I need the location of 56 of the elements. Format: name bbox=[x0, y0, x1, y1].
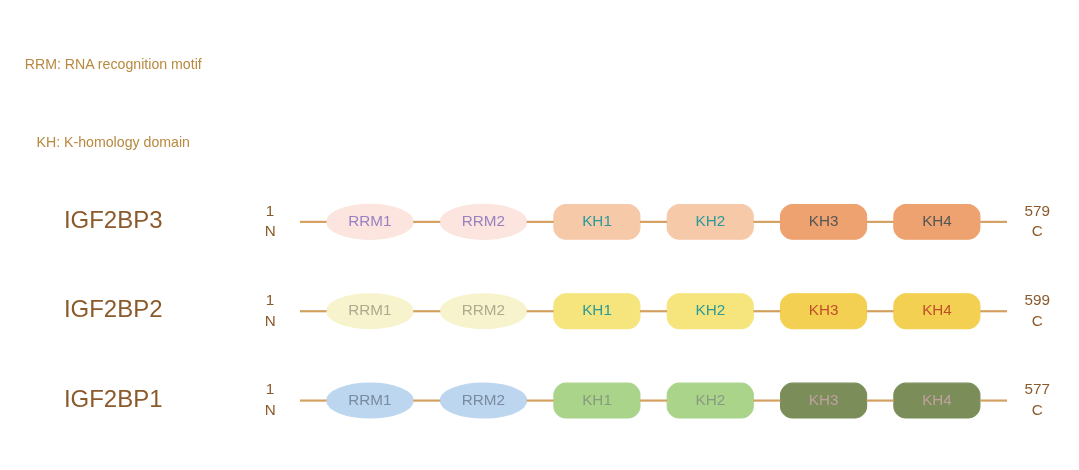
node-ellipse: RRM2 bbox=[439, 382, 528, 419]
node-box: KH4 bbox=[893, 292, 981, 329]
connector bbox=[300, 220, 327, 223]
connector bbox=[413, 220, 441, 223]
label: IGF2BP2 bbox=[63, 294, 163, 322]
node-text: N bbox=[264, 311, 276, 329]
node-text: N bbox=[264, 400, 276, 418]
node-label: 1 bbox=[265, 379, 275, 397]
node-box: KH2 bbox=[666, 203, 754, 240]
node-box: KH3 bbox=[779, 292, 868, 329]
label: RRM: RNA recognition motif bbox=[24, 55, 202, 72]
connector bbox=[640, 399, 668, 402]
connector bbox=[866, 220, 894, 223]
connector bbox=[753, 220, 781, 223]
node-ellipse: RRM1 bbox=[326, 203, 414, 240]
connector bbox=[980, 309, 1007, 312]
connector bbox=[300, 309, 327, 312]
node-ellipse: RRM2 bbox=[439, 292, 528, 329]
node-ellipse: RRM1 bbox=[326, 382, 414, 419]
node-text: N bbox=[264, 221, 276, 239]
connector bbox=[866, 309, 894, 312]
connector bbox=[640, 309, 668, 312]
node-box: KH1 bbox=[553, 292, 641, 329]
node-text: C bbox=[1031, 400, 1043, 418]
node-text: C bbox=[1031, 221, 1043, 239]
node-box: KH3 bbox=[779, 203, 868, 240]
connector bbox=[413, 399, 441, 402]
connector bbox=[526, 309, 554, 312]
node-box: KH1 bbox=[553, 203, 641, 240]
node-box: KH2 bbox=[666, 382, 754, 419]
connector bbox=[413, 309, 441, 312]
connector bbox=[980, 220, 1007, 223]
connector bbox=[753, 309, 781, 312]
node-label: 1 bbox=[265, 201, 275, 219]
connector bbox=[980, 399, 1007, 402]
node-box: KH2 bbox=[666, 292, 754, 329]
node-box: KH4 bbox=[893, 382, 981, 419]
node-ellipse: RRM2 bbox=[439, 203, 528, 240]
connector bbox=[526, 399, 554, 402]
node-box: KH3 bbox=[779, 382, 868, 419]
node-text: C bbox=[1031, 311, 1043, 329]
connector bbox=[866, 399, 894, 402]
node-box: KH1 bbox=[553, 382, 641, 419]
node-box: KH4 bbox=[893, 203, 981, 240]
connector bbox=[300, 399, 327, 402]
node-label: 1 bbox=[265, 290, 275, 308]
connector bbox=[526, 220, 554, 223]
node-ellipse: RRM1 bbox=[326, 292, 414, 329]
node-label: 577 bbox=[1024, 379, 1051, 397]
connector bbox=[753, 399, 781, 402]
node-label: 599 bbox=[1024, 290, 1051, 308]
label: KH: K-homology domain bbox=[36, 133, 190, 150]
node-label: 579 bbox=[1024, 201, 1051, 219]
label: IGF2BP3 bbox=[63, 205, 163, 233]
label: IGF2BP1 bbox=[63, 384, 163, 412]
connector bbox=[640, 220, 668, 223]
